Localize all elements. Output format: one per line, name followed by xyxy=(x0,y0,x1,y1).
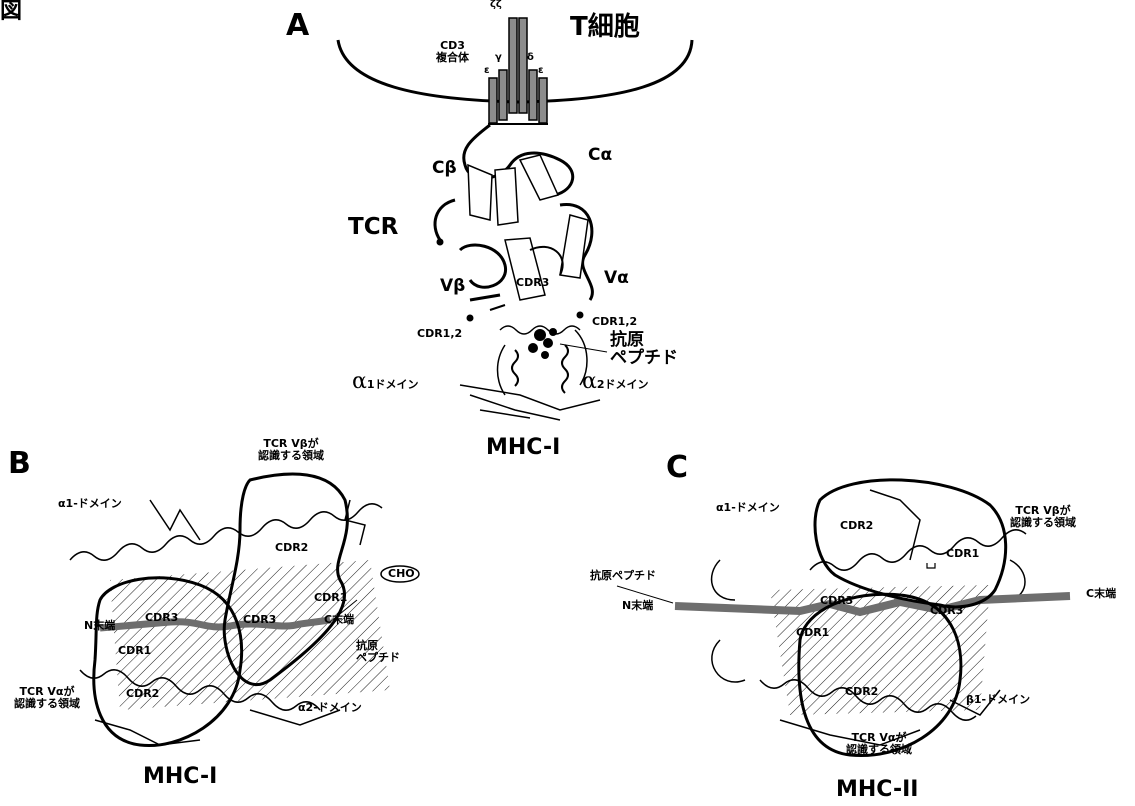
c-alpha-label: Cα xyxy=(588,147,612,165)
cd3-complex-label: CD3 複合体 xyxy=(436,40,469,63)
alpha1-number: 1 xyxy=(367,378,375,391)
mhc-i-structure-a xyxy=(460,326,600,420)
alpha2-domain-label: α2ドメイン xyxy=(582,370,649,393)
tcr-va-region-label-b: TCR Vαが 認識する領域 xyxy=(14,686,80,709)
zeta-label: ζζ xyxy=(490,0,502,11)
cdr12-right-label: CDR1,2 xyxy=(592,316,637,328)
delta-label: δ xyxy=(527,53,534,64)
v-alpha-label: Vα xyxy=(604,270,629,288)
alpha1-text: ドメイン xyxy=(375,378,419,391)
cdr1-left-label-c: CDR1 xyxy=(796,627,829,639)
panel-c-letter: C xyxy=(666,452,688,484)
alpha2-domain-label-b: α2-ドメイン xyxy=(298,702,362,714)
cdr3-left-label-c: CDR3 xyxy=(820,595,853,607)
panel-b-letter: B xyxy=(8,448,31,480)
tcr-vb-region-label-b: TCR Vβが 認識する領域 xyxy=(258,438,324,461)
epsilon-left-label: ε xyxy=(484,66,490,77)
epsilon-right-label: ε xyxy=(538,66,544,77)
figure-label: 図 xyxy=(0,0,22,23)
cdr3-left-label-b: CDR3 xyxy=(145,612,178,624)
mhc-i-label-b: MHC-I xyxy=(143,765,217,788)
antigen-peptide-label-b: 抗原 ペプチド xyxy=(356,640,400,663)
tcr-label: TCR xyxy=(348,215,398,239)
cdr2-top-label-c: CDR2 xyxy=(840,520,873,532)
tcr-vb-region-label-c: TCR Vβが 認識する領域 xyxy=(1010,505,1076,528)
cdr2-bottom-label-c: CDR2 xyxy=(845,686,878,698)
alpha2-symbol: α xyxy=(582,369,597,394)
n-terminus-label-c: N末端 xyxy=(622,600,653,612)
mhc-ii-label-c: MHC-II xyxy=(836,778,918,801)
cdr3-right-label-c: CDR3 xyxy=(930,605,963,617)
v-beta-label: Vβ xyxy=(440,278,465,296)
cdr1-left-label-b: CDR1 xyxy=(118,645,151,657)
cdr1-right-label-b: CDR1 xyxy=(314,592,347,604)
antigen-peptide-label-a: 抗原 ペプチド xyxy=(610,332,678,368)
cdr1-top-label-c: CDR1 xyxy=(946,548,979,560)
c-terminus-label-b: C末端 xyxy=(324,614,354,626)
antigen-peptide-label-c: 抗原ペプチド xyxy=(590,570,656,582)
alpha1-symbol: α xyxy=(352,369,367,394)
cho-label: CHO xyxy=(388,568,415,580)
cdr2-top-label-b: CDR2 xyxy=(275,542,308,554)
alpha1-domain-label-b: α1-ドメイン xyxy=(58,498,122,510)
alpha2-number: 2 xyxy=(597,378,605,391)
beta1-domain-label-c: β1-ドメイン xyxy=(966,694,1030,706)
panel-b-illustration xyxy=(70,474,419,746)
alpha2-text: ドメイン xyxy=(605,378,649,391)
cdr3-right-label-b: CDR3 xyxy=(243,614,276,626)
n-terminus-label-b: N末端 xyxy=(84,620,115,632)
c-terminus-label-c: C末端 xyxy=(1086,588,1116,600)
gamma-label: γ xyxy=(495,53,502,64)
mhc-i-label-a: MHC-I xyxy=(486,436,560,459)
cdr3-label-a: CDR3 xyxy=(516,277,549,289)
cdr2-bottom-label-b: CDR2 xyxy=(126,688,159,700)
alpha1-domain-label-c: α1-ドメイン xyxy=(716,502,780,514)
panel-a-letter: A xyxy=(286,10,309,42)
alpha1-domain-label: α1ドメイン xyxy=(352,370,419,393)
c-beta-label: Cβ xyxy=(432,160,457,178)
tcr-va-region-label-c: TCR Vαが 認識する領域 xyxy=(846,732,912,755)
t-cell-label: T細胞 xyxy=(570,14,640,41)
cdr12-left-label: CDR1,2 xyxy=(417,328,462,340)
